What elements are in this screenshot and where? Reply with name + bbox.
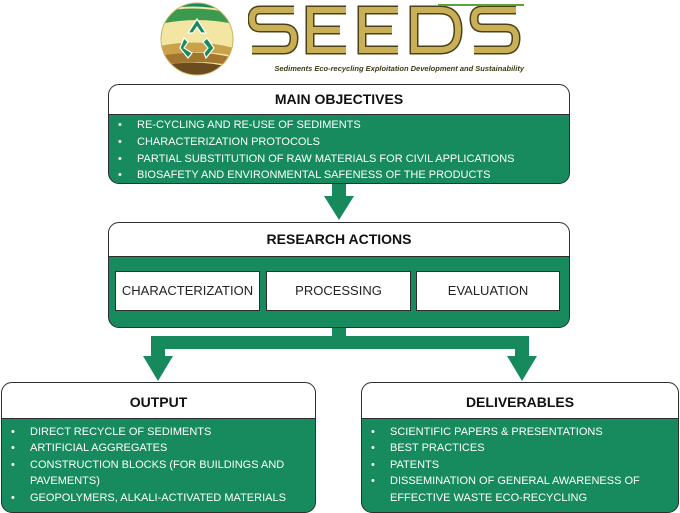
deliverables-title: DELIVERABLES [362, 383, 678, 419]
list-item: BIOSAFETY AND ENVIRONMENTAL SAFENESS OF … [109, 167, 569, 183]
arrow-split-bar [151, 336, 529, 349]
list-item: DIRECT RECYCLE OF SEDIMENTS [2, 424, 315, 441]
research-actions-box: RESEARCH ACTIONS CHARACTERIZATION PROCES… [108, 222, 570, 328]
output-title: OUTPUT [2, 383, 315, 419]
output-box: OUTPUT DIRECT RECYCLE OF SEDIMENTS ARTIF… [1, 382, 316, 513]
arrow-to-deliverables [507, 336, 537, 381]
logo-tagline: Sediments Eco-recycling Exploitation Dev… [274, 64, 524, 73]
research-actions-title: RESEARCH ACTIONS [109, 223, 569, 257]
list-item: PATENTS [362, 457, 678, 474]
arrow-objectives-to-research [324, 183, 354, 220]
action-characterization: CHARACTERIZATION [115, 271, 260, 311]
list-item: PARTIAL SUBSTITUTION OF RAW MATERIALS FO… [109, 151, 569, 168]
logo-emblem [160, 2, 234, 76]
list-item: CONSTRUCTION BLOCKS (FOR BUILDINGS AND P… [2, 457, 315, 490]
list-item: CHARACTERIZATION PROTOCOLS [109, 134, 569, 151]
recycle-icon [179, 17, 215, 60]
list-item: DISSEMINATION OF GENERAL AWARENESS OF EF… [362, 473, 678, 506]
list-item: BEST PRACTICES [362, 440, 678, 457]
arrow-to-output [143, 336, 173, 381]
list-item: RE-CYCLING AND RE-USE OF SEDIMENTS [109, 117, 569, 134]
deliverables-list: SCIENTIFIC PAPERS & PRESENTATIONS BEST P… [362, 419, 678, 506]
main-objectives-box: MAIN OBJECTIVES RE-CYCLING AND RE-USE OF… [108, 84, 570, 184]
list-item: GEOPOLYMERS, ALKALI-ACTIVATED MATERIALS [2, 490, 315, 507]
list-item: ARTIFICIAL AGGREGATES [2, 440, 315, 457]
output-list: DIRECT RECYCLE OF SEDIMENTS ARTIFICIAL A… [2, 419, 315, 506]
deliverables-box: DELIVERABLES SCIENTIFIC PAPERS & PRESENT… [361, 382, 679, 513]
logo-wordmark [248, 4, 524, 55]
list-item: SCIENTIFIC PAPERS & PRESENTATIONS [362, 424, 678, 441]
action-evaluation: EVALUATION [416, 271, 560, 311]
main-objectives-title: MAIN OBJECTIVES [109, 85, 569, 115]
main-objectives-list: RE-CYCLING AND RE-USE OF SEDIMENTS CHARA… [109, 115, 569, 183]
action-processing: PROCESSING [266, 271, 411, 311]
